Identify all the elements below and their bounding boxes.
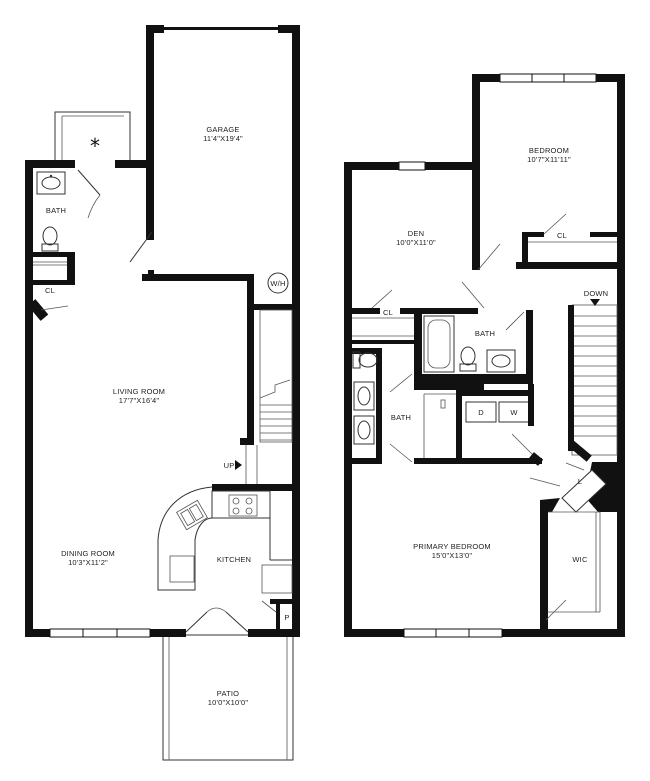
wall-bottom-left bbox=[25, 629, 50, 637]
upper-wall-left bbox=[344, 162, 352, 637]
patio bbox=[162, 634, 294, 761]
bathtub-icon bbox=[423, 315, 455, 373]
wall-left bbox=[25, 160, 33, 637]
window-bedroom bbox=[499, 73, 597, 83]
wall-entry-top bbox=[115, 160, 152, 168]
washer-label: W bbox=[510, 408, 518, 417]
wall-pantry bbox=[270, 599, 300, 604]
wall-bottom-right bbox=[248, 629, 300, 637]
bedroom-closet-label: CL bbox=[557, 231, 567, 240]
wall-right bbox=[292, 25, 300, 637]
door-bath bbox=[77, 169, 101, 196]
wall-bath-closet bbox=[67, 255, 75, 285]
primary-bedroom-label: PRIMARY BEDROOM bbox=[413, 542, 491, 551]
wall-garage-top-right bbox=[278, 25, 300, 33]
dryer bbox=[465, 401, 497, 423]
den-closet-label: CL bbox=[383, 308, 393, 317]
stair-arrow-icon bbox=[235, 460, 242, 470]
living-room-label: LIVING ROOM bbox=[113, 387, 165, 396]
door-closet bbox=[40, 305, 69, 311]
upper-wall-bottom-right bbox=[502, 629, 625, 637]
kitchen-sink-icon bbox=[176, 499, 208, 531]
ground-floor: * W/H bbox=[25, 25, 300, 761]
sink-icon bbox=[486, 349, 516, 373]
wall-stair-top bbox=[254, 304, 300, 310]
wall-primarybath-bottom bbox=[414, 458, 542, 464]
den-label: DEN bbox=[408, 229, 424, 238]
wall-garage-top-left bbox=[146, 25, 164, 33]
door-patio-right bbox=[225, 611, 249, 633]
upper-wall-bottom-left bbox=[344, 629, 404, 637]
closet-label: CL bbox=[45, 286, 55, 295]
wall-garage-bottom bbox=[142, 274, 254, 281]
bedroom-dims: 10'7"X11'11" bbox=[527, 155, 571, 164]
patio-label: PATIO bbox=[217, 689, 239, 698]
water-heater bbox=[267, 272, 289, 294]
toilet-icon bbox=[459, 346, 477, 372]
bedroom-label: BEDROOM bbox=[529, 146, 569, 155]
living-room-dims: 17'7"X16'4" bbox=[119, 396, 160, 405]
door-patio-left bbox=[185, 611, 208, 633]
toilet-icon bbox=[352, 351, 378, 369]
window-den bbox=[398, 161, 426, 171]
garage-door bbox=[164, 27, 278, 30]
linen-label: L bbox=[578, 477, 582, 486]
window-dining bbox=[49, 628, 151, 638]
patio-dims: 10'0"X10'0" bbox=[208, 698, 249, 707]
garage-label: GARAGE bbox=[206, 125, 239, 134]
kitchen-counter bbox=[157, 486, 293, 594]
wall-wic-left bbox=[540, 500, 548, 610]
sink-icon bbox=[353, 381, 375, 445]
cooktop-icon bbox=[228, 494, 258, 517]
upper-wall-bedroom-left bbox=[472, 74, 480, 270]
primary-bedroom-dims: 15'0"X13'0" bbox=[432, 551, 473, 560]
stair-arrow-icon bbox=[590, 299, 600, 306]
wall-bath-top bbox=[25, 160, 75, 168]
exterior-light-icon: * bbox=[90, 134, 100, 158]
primary-bath-label: BATH bbox=[391, 413, 411, 422]
wall-den-bottom bbox=[400, 308, 478, 314]
upper-floor: CL CL BATH bbox=[344, 73, 625, 638]
sink-icon bbox=[36, 171, 66, 195]
stair-down-label: DOWN bbox=[584, 289, 609, 298]
wic-label: WIC bbox=[572, 555, 588, 564]
stair-up-label: UP bbox=[224, 461, 235, 470]
wall-stair-left bbox=[247, 274, 254, 444]
den-dims: 10'0"X11'0" bbox=[396, 238, 436, 247]
wall-primarybath-left bbox=[376, 352, 382, 464]
wall-bedroom-bottom bbox=[516, 262, 625, 269]
garage-dims: 11'4"X19'4" bbox=[203, 134, 243, 143]
wall-hallbath-left bbox=[414, 310, 422, 390]
wall-kitchen-top bbox=[212, 484, 300, 491]
stair-ground bbox=[245, 309, 293, 488]
front-porch bbox=[54, 111, 131, 160]
dining-room-dims: 10'3"X11'2" bbox=[68, 558, 108, 567]
upper-wall-top-left bbox=[344, 162, 399, 170]
pantry-label: P bbox=[284, 613, 289, 622]
window-primary bbox=[403, 628, 503, 638]
hall-bath-label: BATH bbox=[475, 329, 495, 338]
water-heater-label: W/H bbox=[270, 279, 285, 288]
wall-garage-left bbox=[146, 25, 154, 240]
bath-label: BATH bbox=[46, 206, 66, 215]
dining-room-label: DINING ROOM bbox=[61, 549, 115, 558]
range-bay bbox=[261, 564, 293, 594]
fridge bbox=[169, 555, 195, 583]
kitchen-label: KITCHEN bbox=[217, 555, 251, 564]
stair-upper bbox=[568, 304, 618, 456]
wall-bottom-mid bbox=[150, 629, 186, 637]
door-garage bbox=[129, 231, 153, 263]
upper-wall-right bbox=[617, 74, 625, 637]
toilet-icon bbox=[41, 226, 59, 252]
dryer-label: D bbox=[478, 408, 484, 417]
